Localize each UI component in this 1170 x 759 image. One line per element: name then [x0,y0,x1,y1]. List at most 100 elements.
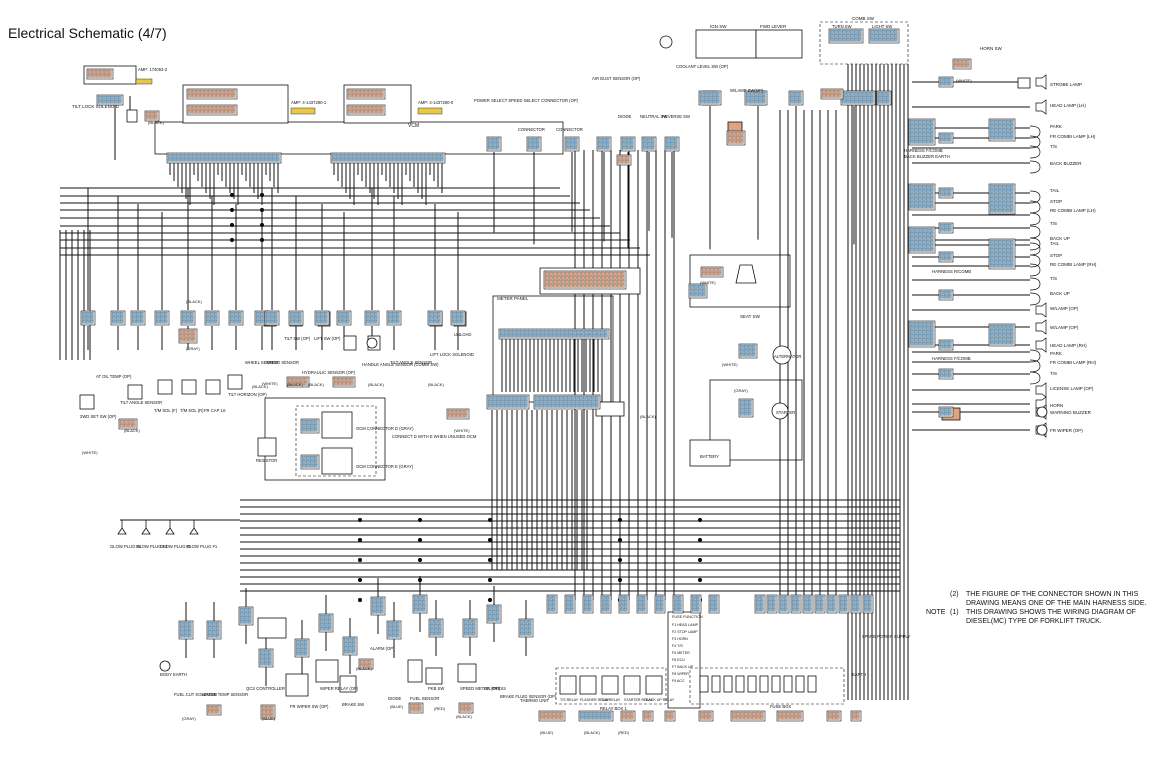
connector-pin [95,73,100,78]
connector-pin [395,625,400,630]
connector-pin [989,192,994,197]
connector-pin [929,243,934,248]
amp-label: AMP: 4-1437290-1 [291,100,327,105]
connector-pin [227,93,232,98]
relay-label: FLASHER RELAY [580,698,610,702]
component-label: WATER TEMP SENSOR [202,692,248,697]
connector-pin [375,153,380,158]
connector-pin [542,399,547,404]
connector-pin [753,99,758,104]
component-label: SPARE POWER SUPPLY [862,634,910,639]
connector-pin [295,643,300,648]
connector-pin [869,99,874,104]
connector-pin [259,653,264,658]
connector-pin [547,333,552,338]
load-label: BACK UP [1050,236,1070,241]
connector-pin [997,123,1002,128]
connector-pin [665,711,670,716]
connector-pin [101,95,106,100]
connector-pin [947,256,952,261]
connector-pin [739,403,744,408]
component-label: UNLOAD [454,332,471,337]
connector-pin [759,607,764,612]
connector-pin [779,603,784,608]
connector-pin [359,659,364,664]
connector-pin [387,625,392,630]
connector-pin [731,711,736,716]
junction-dot [487,537,493,543]
connector-pin [387,621,392,626]
connector-pin [295,639,300,644]
connector-pin [889,33,894,38]
connector-pin [421,595,426,600]
connector-pin [543,333,548,338]
color-tag: (BLACK) [124,428,140,433]
connector-pin [421,607,426,612]
connector-pin [491,605,496,610]
connector-pin [547,715,552,720]
combi-lamp-symbol [1029,160,1041,174]
connector-pin [578,399,583,404]
connector-pin [909,247,914,252]
connector-pin [997,208,1002,213]
connector-pin [580,275,585,280]
connector-pin [207,629,212,634]
connector-pin [523,395,528,400]
connector-pin [562,403,567,408]
connector-pin [947,137,952,142]
connector-pin [997,251,1002,256]
connector-pin [187,629,192,634]
connector-pin [299,643,304,648]
connector-pin [596,271,601,276]
connector-pin [345,319,350,324]
connector-pin [917,329,922,334]
connector-pin [291,381,296,386]
connector-pin [757,99,762,104]
connector-pin [693,284,698,289]
connector-pin [586,399,591,404]
connector-pin [419,153,424,158]
connector-pin [921,243,926,248]
connector-pin [237,315,242,320]
note-1: NOTE (1) THIS DRAWING SHOWS THE WIRING D… [926,608,1166,626]
connector-pin [574,395,579,400]
connector-pin [95,69,100,74]
connector-pin [185,319,190,324]
connector-pin [219,105,224,110]
connector-pin [261,709,266,714]
connector-pin [203,153,208,158]
connector-pin [943,411,948,416]
connector-pin [359,105,364,110]
connector-pin [659,595,664,600]
connector-pin [511,333,516,338]
connector-pin [433,631,438,636]
connector-pin [699,711,704,716]
component-label: FUEL CUT SOLENOID [174,692,217,697]
neutral-sw-label: NEUTRAL SW [640,114,667,119]
connector-pin [251,153,256,158]
connector-pin [207,625,212,630]
connector-pin [550,403,555,408]
connector-pin [403,157,408,162]
connector-pin [243,153,248,158]
connector-pin [159,311,164,316]
connector-pin [467,623,472,628]
connector-pin [552,275,557,280]
connector-pin [693,292,698,297]
load-label: T/S [1050,144,1057,149]
connector-pin [623,595,628,600]
connector-pin [207,157,212,162]
connector-pin [135,315,140,320]
connector-pin [267,649,272,654]
connector-pin [551,599,556,604]
connector-pin [391,315,396,320]
connector-pin [739,139,744,144]
connector-pin [367,105,372,110]
connector-pin [131,419,136,424]
connector-pin [1009,196,1014,201]
fuel-sensor-body [407,659,423,683]
connector-pin [845,99,850,104]
fuse-function: F4 T/S [672,644,683,648]
connector-pin [379,157,384,162]
connector-pin [604,275,609,280]
